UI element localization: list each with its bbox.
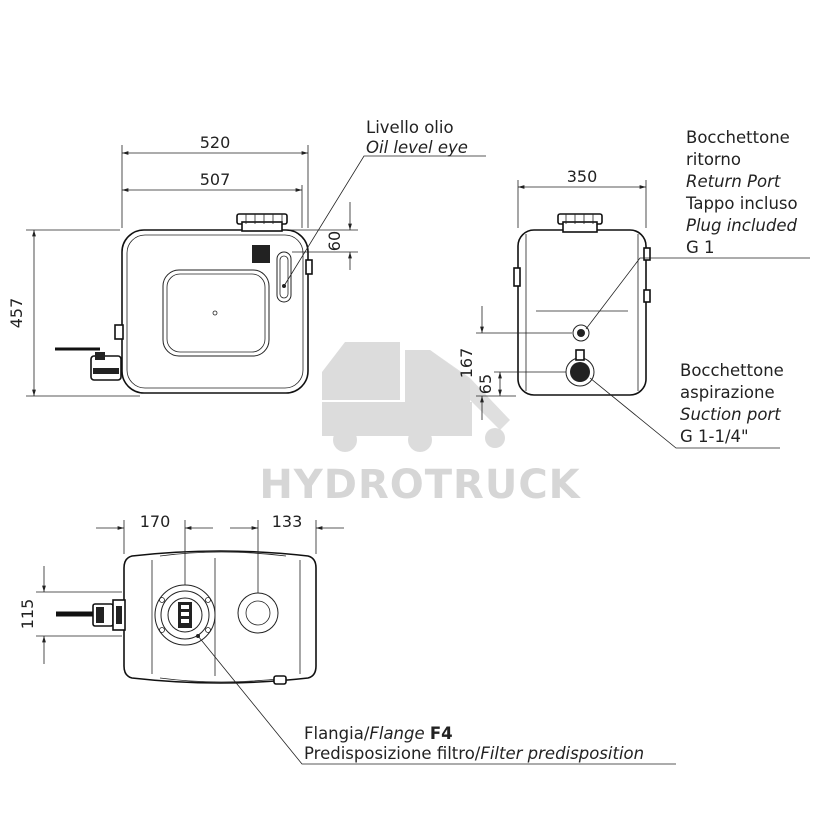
top-drain-valve-icon — [56, 599, 126, 631]
watermark-truck-icon — [322, 342, 510, 452]
suction-port-thread: G 1-1/4" — [680, 427, 749, 446]
drain-valve-icon — [55, 324, 124, 381]
dim-height: 457 — [7, 298, 26, 329]
suction-port-title-1: Bocchettone — [680, 361, 784, 380]
dim-valve-offset: 115 — [18, 599, 37, 630]
return-port-thread: G 1 — [686, 238, 715, 257]
return-port-plug: Tappo incluso — [685, 194, 798, 213]
front-view: 520 507 457 60 Livello olio Oil level ey… — [7, 118, 486, 397]
return-port-title-2: ritorno — [686, 150, 741, 169]
dim-level-offset: 60 — [325, 231, 344, 251]
dim-cap-offset: 133 — [272, 512, 303, 531]
dim-return-height: 167 — [457, 348, 476, 379]
watermark-brand: HYDROTRUCK — [259, 462, 581, 508]
flange-label: Flangia/Flange F4 — [304, 724, 453, 743]
side-view: 350 167 65 Bocchettone ritorno Return Po… — [457, 128, 810, 449]
label-plate — [252, 245, 270, 263]
side-filler-cap-icon — [557, 213, 603, 233]
dim-suction-height: 65 — [476, 374, 495, 394]
top-view: 170 133 115 Flangia/Flange F4 Predisposi… — [18, 512, 676, 765]
filler-cap-icon — [236, 213, 288, 232]
return-port-title-1: Bocchettone — [686, 128, 790, 147]
dim-width-inner: 507 — [200, 170, 231, 189]
oil-level-label: Livello olio — [366, 118, 454, 137]
oil-level-eye-icon — [276, 251, 292, 303]
tank-top-body — [123, 550, 317, 684]
return-port-icon — [572, 324, 590, 342]
return-port-title-en: Return Port — [686, 172, 781, 191]
suction-port-title-en: Suction port — [680, 405, 781, 424]
suction-port-title-2: aspirazione — [680, 383, 775, 402]
dim-flange-offset: 170 — [140, 512, 171, 531]
dim-width-outer: 520 — [200, 133, 231, 152]
filter-label: Predisposizione filtro/Filter predisposi… — [304, 744, 644, 763]
dim-depth: 350 — [567, 167, 598, 186]
inspection-window — [162, 269, 270, 357]
return-port-plug-en: Plug included — [686, 216, 797, 235]
oil-level-label-en: Oil level eye — [366, 138, 468, 157]
tank-front-body — [121, 229, 309, 394]
